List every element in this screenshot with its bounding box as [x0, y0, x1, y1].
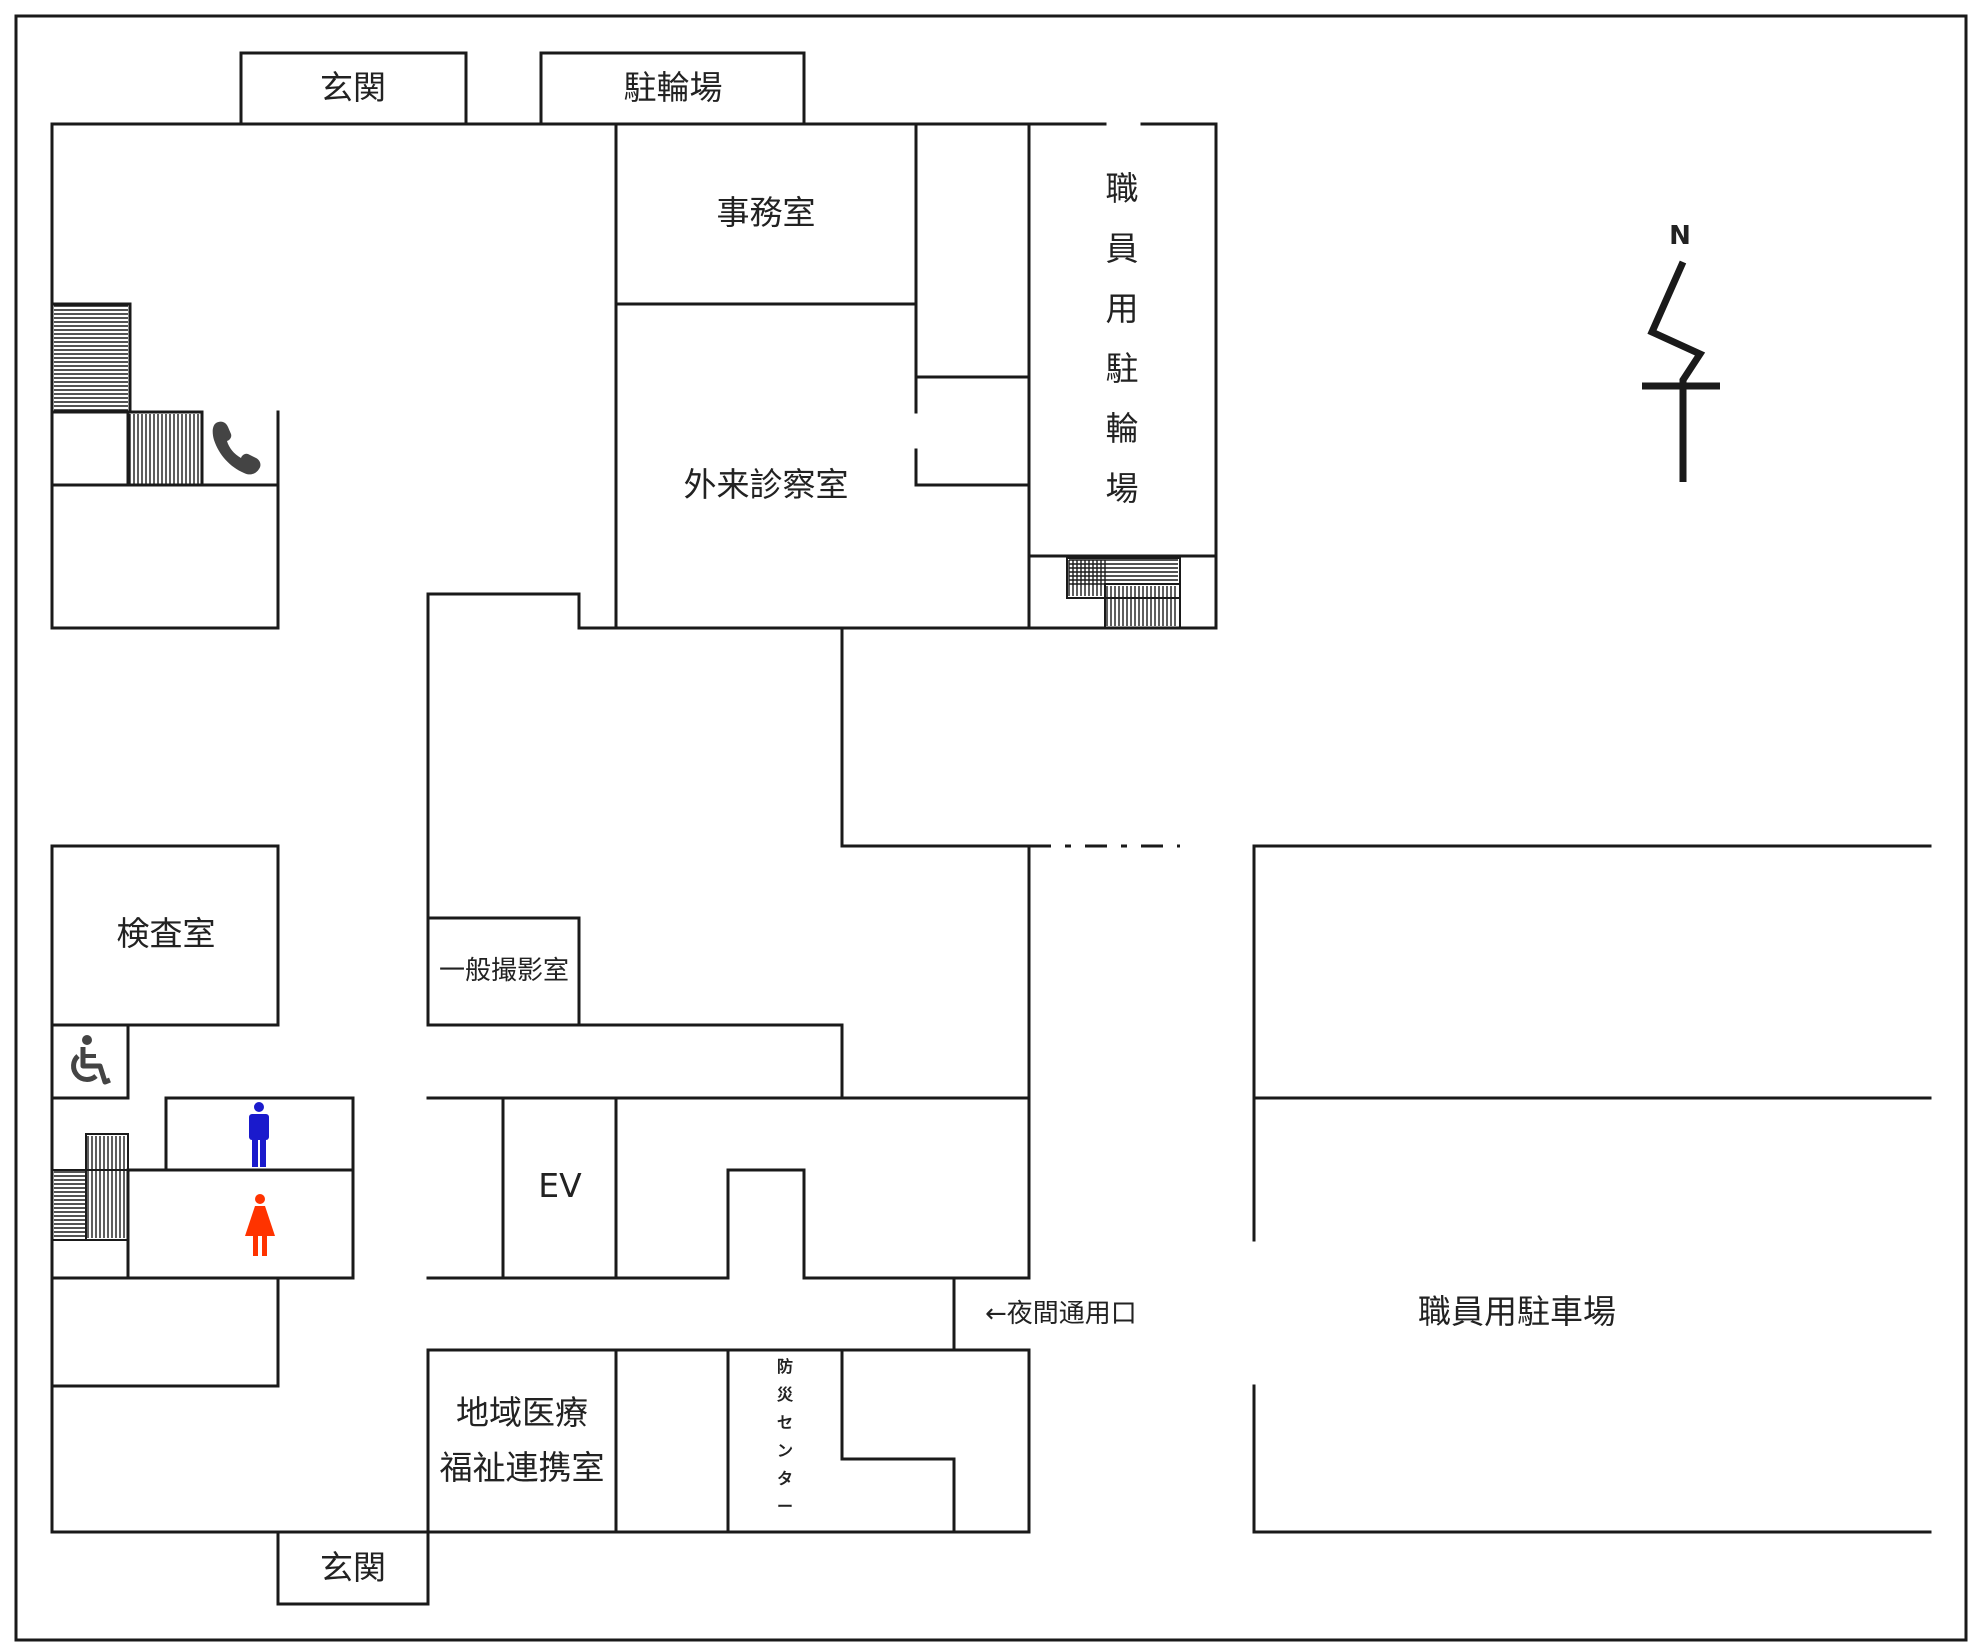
xray-room-label: 一般撮影室 [439, 956, 569, 986]
staff-bicycle-parking-label: 職員用駐輪場 [1106, 169, 1139, 508]
stairs-icon [51, 1133, 129, 1241]
north-arrow: N [1642, 221, 1720, 482]
disaster-center-label: 防災センター [777, 1357, 794, 1516]
stair-hatching [54, 305, 1178, 1238]
elevator-label: EV [538, 1166, 582, 1205]
exam-room-label: 検査室 [117, 914, 216, 953]
outer-frame [14, 14, 1968, 1642]
phone-icon [212, 421, 261, 475]
entrance-south-label: 玄関 [320, 1548, 386, 1587]
north-label: N [1669, 221, 1691, 251]
walls [50, 51, 1932, 1606]
regional-care-label-1: 地域医療 [456, 1393, 588, 1432]
office-label: 事務室 [717, 193, 816, 232]
outpatient-label: 外来診察室 [684, 465, 849, 504]
entrance-north-label: 玄関 [320, 68, 386, 107]
male-toilet-icon [249, 1102, 269, 1167]
staff-car-parking-label: 職員用駐車場 [1418, 1292, 1616, 1331]
wheelchair-icon [71, 1035, 111, 1085]
bicycle-parking-label: 駐輪場 [624, 68, 723, 107]
female-toilet-icon [245, 1194, 275, 1256]
stairs-icon [50, 302, 204, 487]
night-entrance-label: ←夜間通用口 [985, 1299, 1137, 1329]
regional-care-label-2: 福祉連携室 [440, 1448, 605, 1487]
